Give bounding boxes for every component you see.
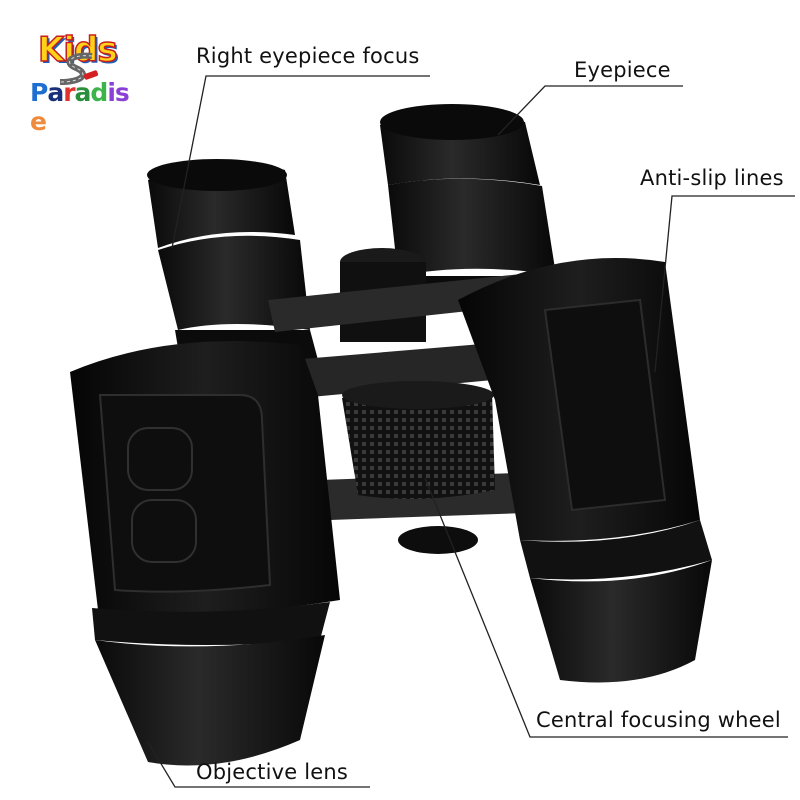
leader-anti-slip-lines (654, 195, 795, 373)
logo-letter: a (47, 78, 64, 107)
logo-letter: i (107, 78, 116, 107)
logo-letter: e (30, 107, 47, 136)
label-eyepiece: Eyepiece (574, 58, 671, 82)
leader-objective-lens (147, 741, 370, 788)
logo-letter: s (114, 78, 130, 107)
race-track-icon (59, 52, 99, 85)
logo-letter: P (30, 78, 48, 107)
label-right-eyepiece-focus: Right eyepiece focus (196, 44, 420, 68)
central-focusing-wheel-art (342, 381, 495, 499)
label-anti-slip-lines: Anti-slip lines (640, 166, 784, 190)
label-central-focusing-wheel: Central focusing wheel (536, 708, 781, 732)
logo-letter: r (63, 78, 75, 107)
kids-paradise-logo: Kids Paradis e (30, 29, 140, 136)
right-barrel (458, 257, 712, 683)
leader-lines (147, 75, 795, 788)
label-objective-lens: Objective lens (196, 760, 349, 784)
leader-eyepiece (497, 85, 683, 136)
logo-kids-text: Kids (37, 29, 118, 71)
logo-paradise-text: Paradis e (30, 78, 140, 136)
leader-right-eyepiece-focus (171, 75, 430, 249)
left-barrel (70, 341, 340, 766)
logo-letter: a (74, 78, 92, 107)
logo-letter: d (90, 78, 108, 107)
leader-central-focusing-wheel (424, 477, 788, 738)
